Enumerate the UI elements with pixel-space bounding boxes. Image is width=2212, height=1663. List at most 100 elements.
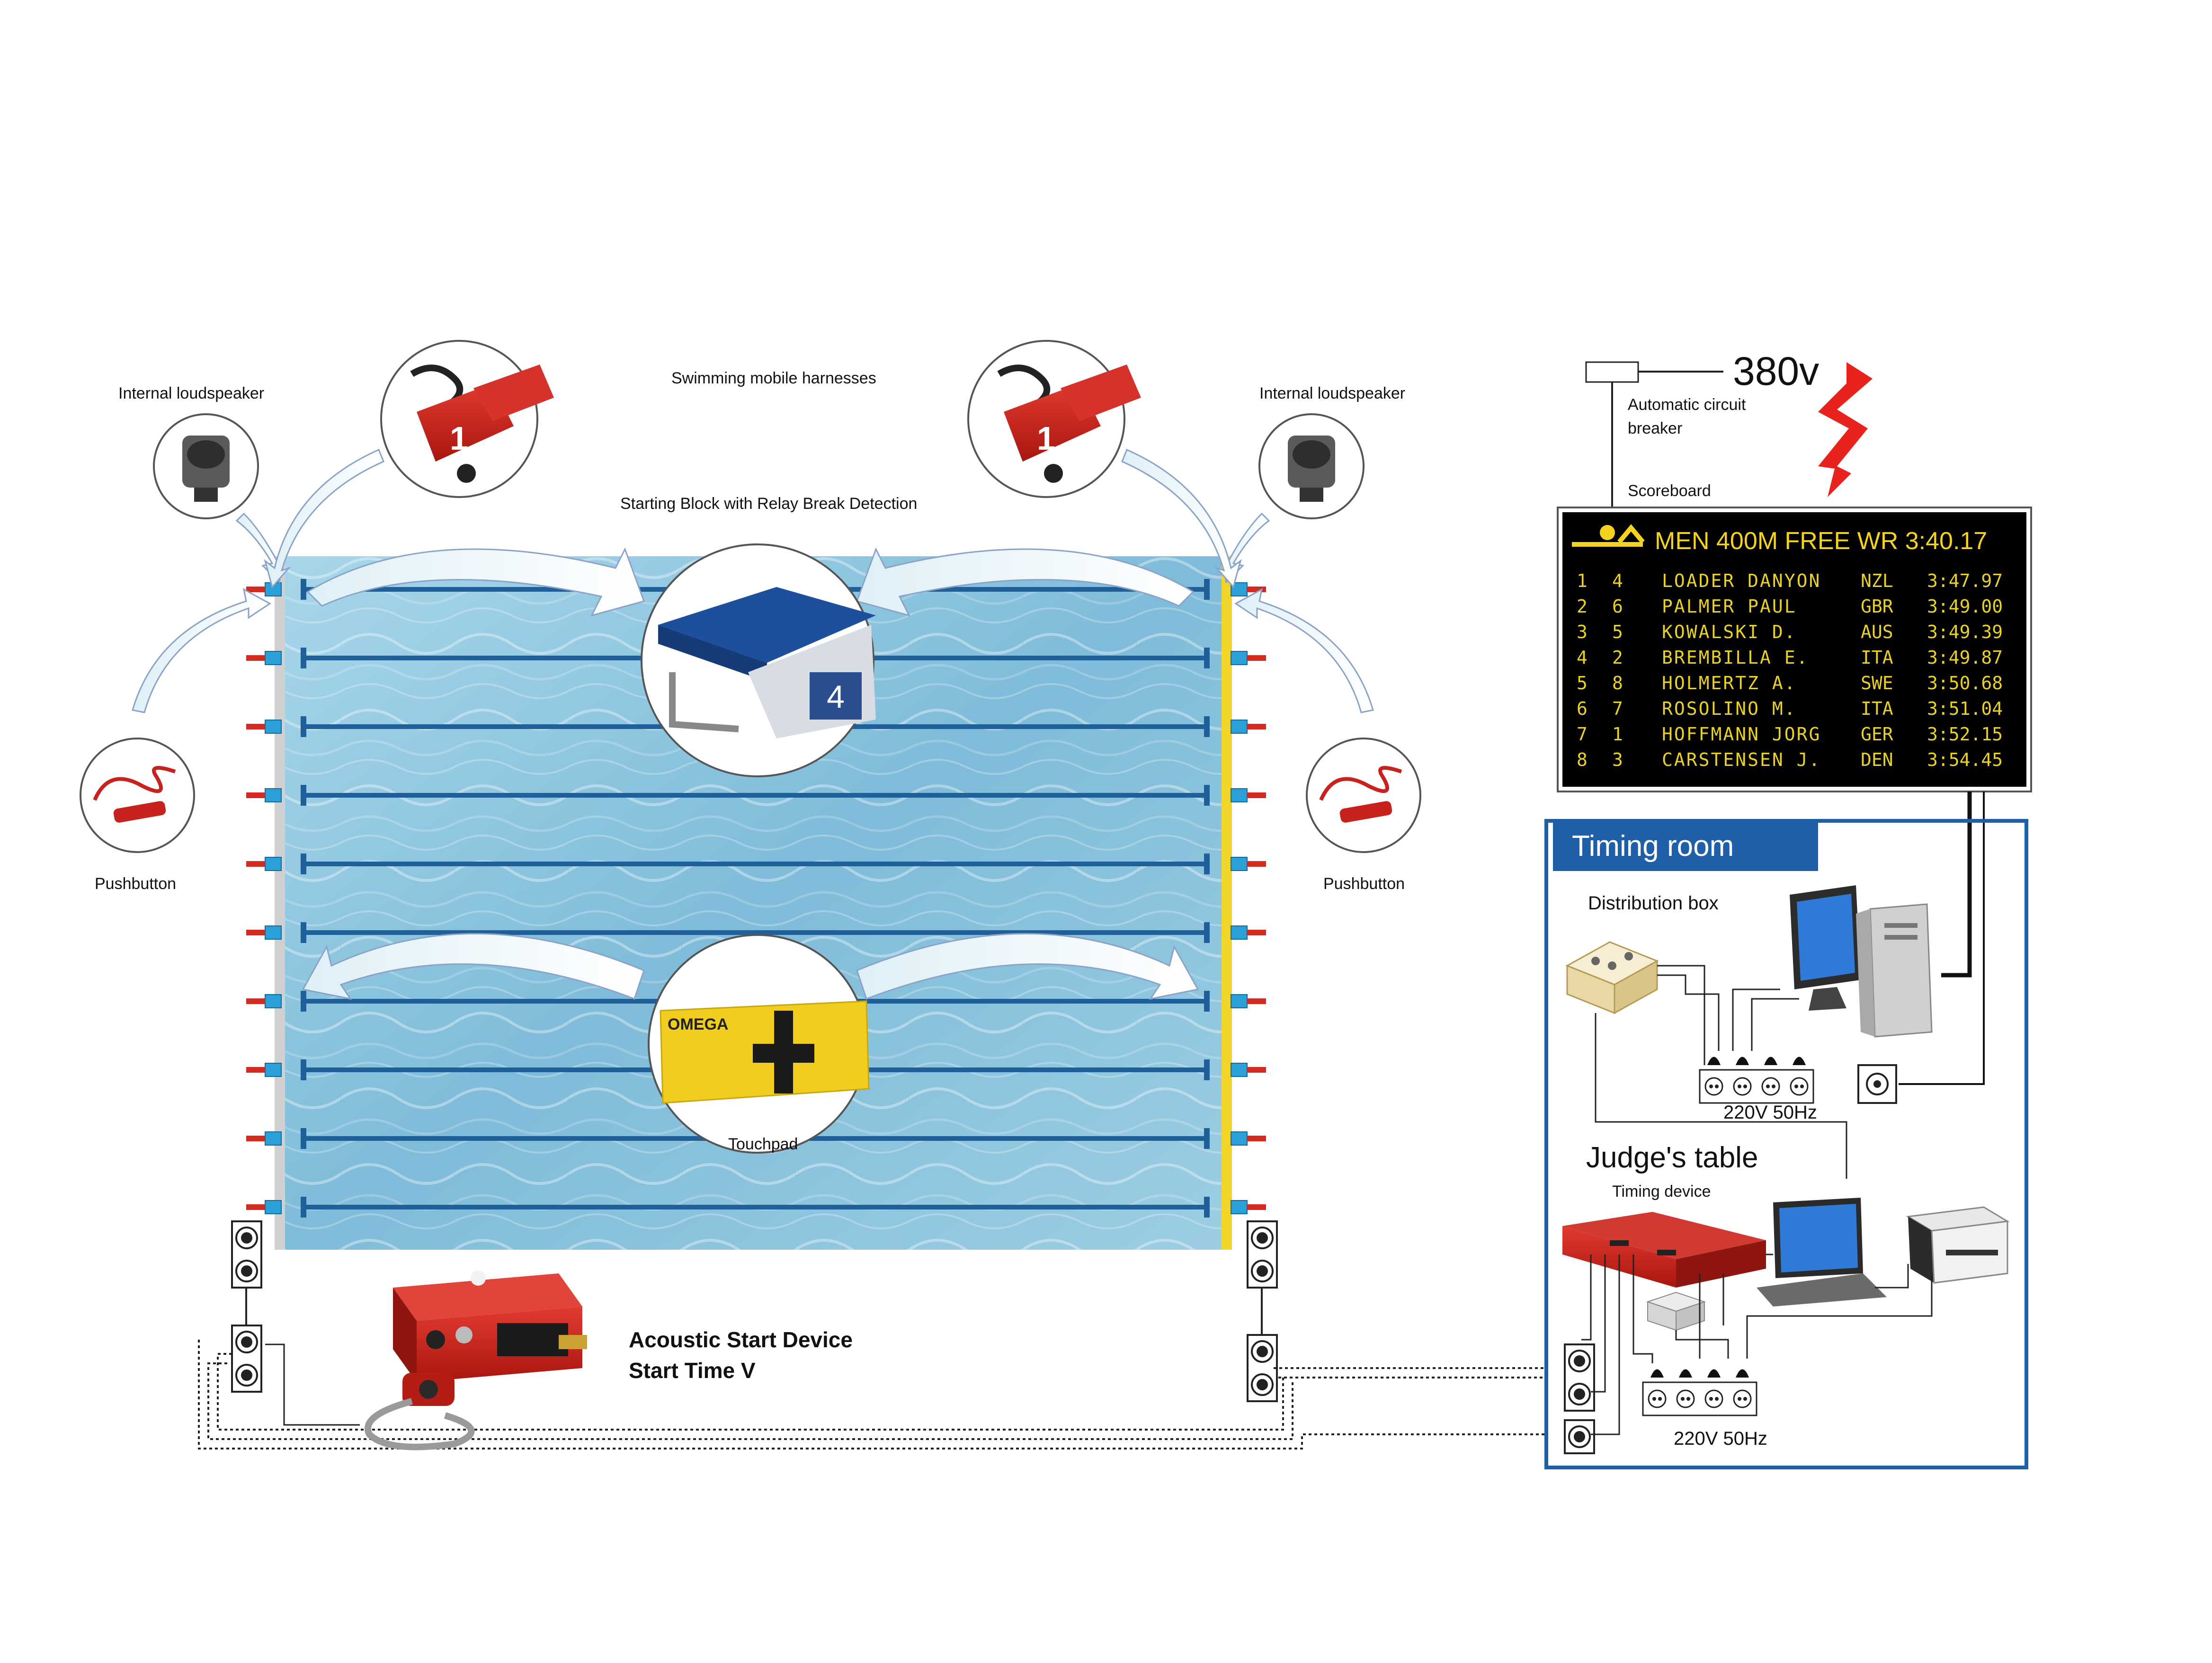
- scoreboard-lane: 7: [1612, 698, 1623, 719]
- scoreboard-time: 3:49.00: [1927, 596, 2003, 617]
- lane-connector: [1231, 857, 1248, 871]
- label-distribution-box: Distribution box: [1588, 893, 1719, 914]
- arrow-harness-left: [264, 448, 384, 589]
- lane-cable-plug: [1247, 998, 1266, 1004]
- laser-printer-icon: [1906, 1206, 2010, 1284]
- lane-rope-end-right: [1204, 785, 1210, 806]
- scoreboard-name: LOADER DANYON: [1662, 570, 1821, 591]
- scoreboard-place: 7: [1577, 724, 1588, 745]
- lane-connector: [265, 1063, 282, 1077]
- socket-box: [1564, 1343, 1595, 1412]
- scoreboard-name: KOWALSKI D.: [1662, 622, 1797, 642]
- swimmer-logo-icon: [1572, 524, 1645, 547]
- lane-rope-end-left: [301, 1197, 306, 1218]
- label-touchpad: Touchpad: [728, 1135, 798, 1153]
- lane-connector: [265, 1200, 282, 1214]
- lane-connector: [1231, 1063, 1248, 1077]
- lane-rope-end-left: [301, 922, 306, 943]
- arrow-pushbutton-left: [132, 588, 271, 713]
- timing-room-title: Timing room: [1553, 822, 1818, 871]
- label-timing-device: Timing device: [1612, 1183, 1711, 1201]
- scoreboard-nation: GER: [1861, 724, 1893, 745]
- label-pushbutton-left: Pushbutton: [95, 875, 177, 893]
- harness-left-number: 1: [450, 420, 468, 457]
- lane-rope-end-left: [301, 991, 306, 1012]
- arrow-block-left: [306, 547, 645, 617]
- plug-icon: [1679, 1369, 1692, 1378]
- acoustic-start-device-icon: [364, 1271, 587, 1450]
- lane-connector: [1231, 925, 1248, 940]
- scoreboard-lane: 8: [1612, 673, 1623, 694]
- harness-right-number: 1: [1037, 420, 1055, 457]
- harness-right: 1: [967, 340, 1141, 498]
- socket-box: [231, 1325, 262, 1393]
- lane-connector: [1231, 994, 1248, 1008]
- scoreboard-name: PALMER PAUL: [1662, 596, 1797, 617]
- scoreboard-lane: 1: [1612, 724, 1623, 745]
- lane-cable-plug: [1247, 861, 1266, 867]
- lane-connector: [265, 788, 282, 802]
- lane-rope-end-right: [1204, 854, 1210, 874]
- plug-icon: [1764, 1057, 1777, 1065]
- scoreboard-name: HOFFMANN JORG: [1662, 724, 1821, 745]
- label-judges-table: Judge's table: [1586, 1141, 1758, 1174]
- lightning-icon: [1818, 362, 1873, 497]
- lane-cable-plug: [246, 792, 265, 798]
- harness-left: 1: [380, 340, 554, 498]
- scoreboard-place: 1: [1577, 570, 1588, 591]
- starting-block-callout: 4: [641, 543, 876, 777]
- plug-icon: [1736, 1057, 1749, 1065]
- scoreboard-time: 3:50.68: [1927, 673, 2003, 694]
- wall-socket-icon: [1857, 1064, 1897, 1104]
- lane-rope-end-left: [301, 1128, 306, 1149]
- scoreboard-name: ROSOLINO M.: [1662, 698, 1797, 719]
- label-breaker-line1: Automatic circuit: [1628, 396, 1746, 414]
- flow-arrows: [132, 448, 1374, 1000]
- plug-icon: [1650, 1369, 1664, 1378]
- lane-cable-plug: [246, 587, 265, 592]
- lane-rope-end-right: [1204, 716, 1210, 737]
- pushbutton-right-icon: [1306, 738, 1421, 853]
- lane-connector: [1231, 1200, 1248, 1214]
- label-starting-block: Starting Block with Relay Break Detectio…: [620, 495, 918, 513]
- pushbutton-left-icon: [80, 738, 195, 853]
- lane-cable-plug: [246, 724, 265, 729]
- scoreboard-nation: NZL: [1861, 570, 1893, 591]
- connector-boxes: [231, 1220, 1595, 1454]
- lane-cable-plug: [246, 1067, 265, 1073]
- scoreboard-nation: ITA: [1861, 647, 1893, 668]
- block-number: 4: [827, 679, 845, 715]
- scoreboard-nation: GBR: [1861, 596, 1893, 617]
- scoreboard-place: 5: [1577, 673, 1588, 694]
- lane-rope-end-left: [301, 648, 306, 668]
- label-internal-loudspeaker-left: Internal loudspeaker: [118, 384, 265, 402]
- touchpad-callout: OMEGA: [648, 934, 870, 1154]
- arrow-pushbutton-right: [1234, 588, 1374, 713]
- circuit-breaker-icon: [1585, 361, 1639, 383]
- arrow-block-right: [856, 547, 1195, 617]
- plug-icon: [1707, 1369, 1721, 1378]
- socket-box: [231, 1220, 262, 1289]
- start-wiring: [198, 1288, 1548, 1450]
- desktop-computer-icon: [1790, 885, 1933, 1038]
- scoreboard-nation: DEN: [1861, 749, 1893, 770]
- lane-cable-plug: [246, 1136, 265, 1141]
- scoreboard-nation: ITA: [1861, 698, 1893, 719]
- scoreboard-name: BREMBILLA E.: [1662, 647, 1809, 668]
- lane-rope-end-left: [301, 579, 306, 600]
- loudspeaker-left-icon: [153, 413, 259, 519]
- power-strip-bottom: [1642, 1369, 1757, 1416]
- lane-cable-plug: [1247, 930, 1266, 935]
- scoreboard-lane: 3: [1612, 749, 1623, 770]
- loudspeaker-right-icon: [1258, 413, 1365, 519]
- laptop-icon: [1757, 1198, 1887, 1307]
- power-strip-top: [1699, 1057, 1814, 1104]
- lane-cable-plug: [1247, 1067, 1266, 1073]
- plug-icon: [1736, 1369, 1749, 1378]
- scoreboard-nation: SWE: [1861, 673, 1893, 694]
- lane-rope-end-left: [301, 1059, 306, 1080]
- lane-cable-plug: [1247, 655, 1266, 661]
